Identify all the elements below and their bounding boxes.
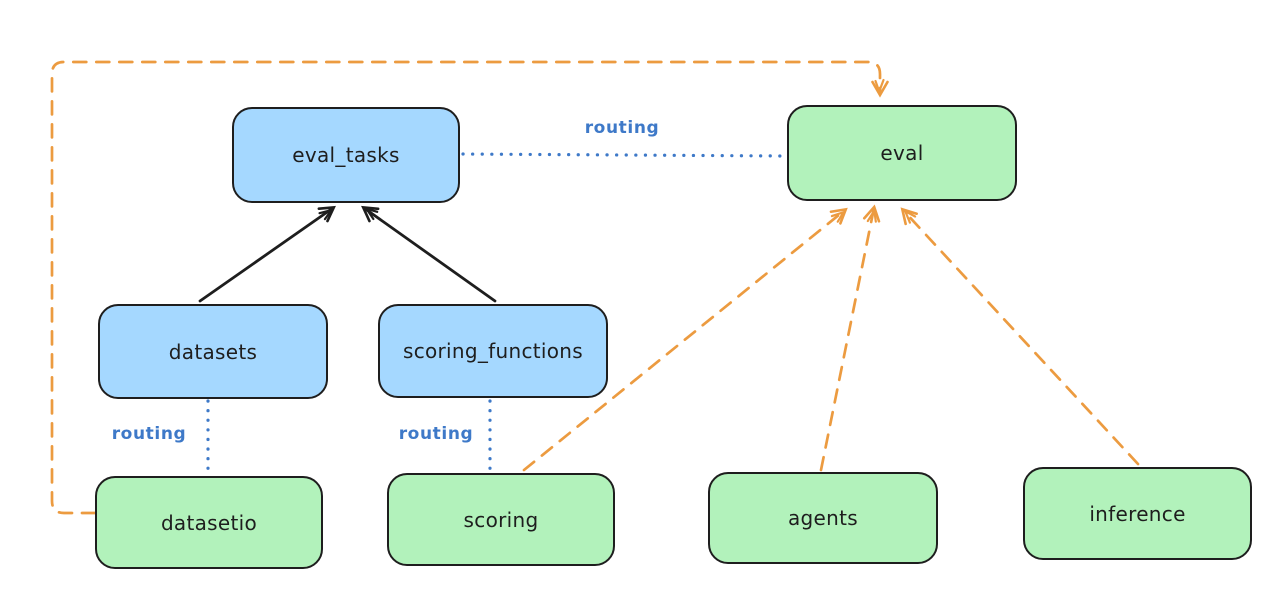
node-scoring-label: scoring [463,507,539,532]
edge-datasetio-to-eval [50,60,889,515]
node-eval-label: eval [880,141,924,165]
node-eval-tasks-label: eval_tasks [292,143,400,167]
routing-label-eval-tasks-eval: routing [584,118,660,138]
node-agents: agents [708,472,938,564]
node-scoring-functions-label: scoring_functions [402,339,584,363]
node-inference: inference [1023,467,1252,560]
node-datasets: datasets [98,304,328,399]
node-eval-tasks: eval_tasks [232,107,460,203]
edge-scoring-to-eval [522,207,848,472]
node-inference-label: inference [1089,501,1186,526]
node-eval: eval [787,105,1017,201]
node-scoring-functions: scoring_functions [378,304,608,398]
edge-scoring-functions-to-eval-tasks [361,205,497,303]
routing-label-scoring-functions-scoring: routing [398,424,474,444]
edge-eval-tasks-to-eval-routing [461,152,787,158]
node-datasets-label: datasets [168,339,258,364]
edge-datasets-to-eval-tasks [198,205,336,303]
node-scoring: scoring [387,473,615,566]
routing-label-datasets-datasetio: routing [111,424,187,444]
edge-inference-to-eval [900,207,1140,466]
node-datasetio-label: datasetio [160,510,258,535]
node-agents-label: agents [788,506,858,530]
edge-agents-to-eval [819,204,881,472]
node-datasetio: datasetio [95,476,323,569]
